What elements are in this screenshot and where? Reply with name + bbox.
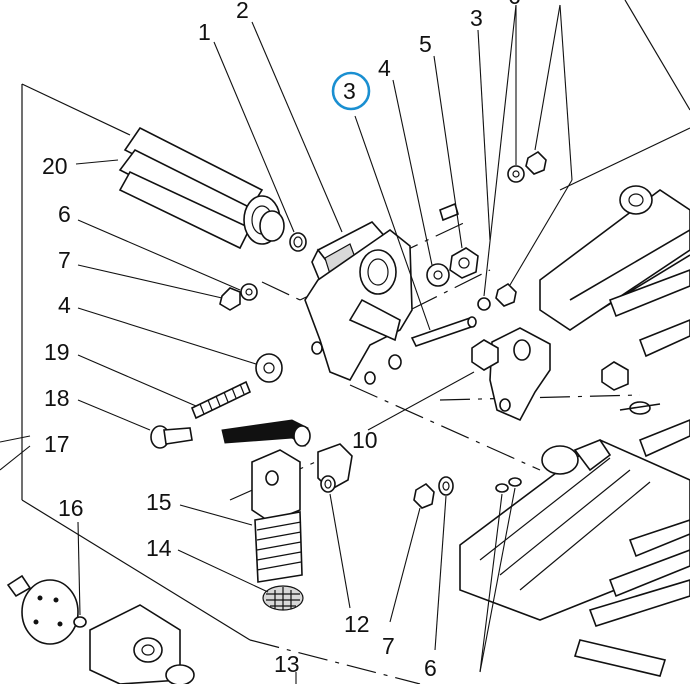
highlight-ring [331, 71, 371, 111]
callout-2: 2 [236, 0, 249, 23]
hardware-bottom [413, 476, 454, 509]
hose [221, 419, 311, 447]
rollers [573, 269, 690, 677]
callout-7-left: 7 [58, 247, 71, 273]
callout-6-top: 6 [508, 0, 521, 9]
part-14-filter [262, 585, 304, 611]
part-20-roller [118, 126, 307, 252]
main-bracket [304, 229, 413, 385]
callout-7-bottom: 7 [382, 633, 395, 659]
callout-12: 12 [344, 611, 370, 637]
hardware-left [219, 283, 283, 383]
callout-6-left: 6 [58, 201, 71, 227]
callout-20: 20 [42, 153, 68, 179]
part-16-13-assembly [6, 574, 195, 686]
callout-labels: 1 2 3 4 5 6 20 6 7 4 19 18 17 16 15 14 1… [42, 0, 521, 681]
callout-1: 1 [198, 19, 211, 45]
highlighted-callout-3: 3 [331, 71, 371, 111]
callout-5: 5 [419, 31, 432, 57]
part-15-fitting [251, 449, 303, 583]
leader-lines [0, 4, 573, 684]
callout-4-left: 4 [58, 292, 71, 318]
callout-10: 10 [352, 427, 378, 453]
callout-15: 15 [146, 489, 172, 515]
callout-17: 17 [44, 431, 70, 457]
hardware-top [426, 150, 547, 311]
part-12-elbow [317, 443, 353, 493]
callout-19: 19 [44, 339, 70, 365]
callout-16: 16 [58, 495, 84, 521]
callout-4-top: 4 [378, 55, 391, 81]
assembly-outline [21, 0, 690, 685]
chain-link [495, 477, 522, 493]
part-19-threaded-rod [190, 380, 252, 420]
callout-18: 18 [44, 385, 70, 411]
part-18-pin [150, 425, 193, 449]
callout-3-top: 3 [470, 5, 483, 31]
part-10-clamp [471, 327, 629, 422]
callout-14: 14 [146, 535, 172, 561]
part-3-stud [410, 202, 477, 347]
callout-13: 13 [274, 651, 300, 677]
callout-3-circled: 3 [343, 78, 356, 104]
callout-6-bottom: 6 [424, 655, 437, 681]
